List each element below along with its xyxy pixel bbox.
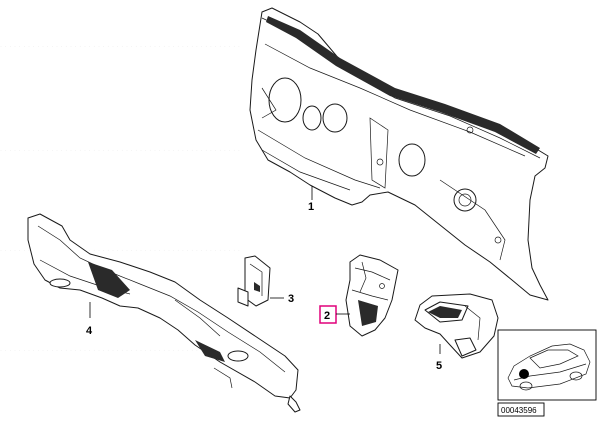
callout-4-label: 4 (86, 325, 93, 337)
part-4-longitudinal-member[interactable] (27, 213, 301, 413)
callout-2-highlight-box (319, 305, 337, 324)
callout-5-label: 5 (436, 360, 442, 372)
callout-2-label: 2 (324, 310, 330, 322)
reference-number-box: 00043596 (497, 402, 545, 417)
callout-5[interactable]: 5 (436, 344, 442, 372)
car-location-icon (507, 343, 591, 391)
callout-3-label: 3 (288, 293, 294, 305)
part-2-side-bracket[interactable] (345, 254, 399, 337)
callout-3[interactable]: 3 (270, 293, 294, 305)
callout-1-label: 1 (308, 201, 314, 213)
part-3-bracket[interactable] (237, 255, 271, 307)
callout-4[interactable]: 4 (86, 302, 93, 337)
svg-text:· · · · · · · · · · · · · · ·: · · · · · · · · · · · · · · · · · · · · … (0, 348, 240, 354)
callout-2[interactable]: 2 (319, 305, 350, 324)
callout-1[interactable]: 1 (308, 186, 314, 213)
part-5-insert[interactable] (414, 293, 499, 359)
car-location-thumbnail (497, 329, 597, 401)
svg-text:· · · · · · · · · · · · · · ·: · · · · · · · · · · · · · · · · · · · · … (0, 44, 240, 50)
watermark: · · · · · · · · · · · · · · · · · · · · … (0, 44, 240, 354)
svg-text:· · · · · · · · · · · · · · ·: · · · · · · · · · · · · · · · · · · · · … (0, 248, 240, 254)
svg-text:· · · · · · · · · · · · · · ·: · · · · · · · · · · · · · · · · · · · · … (0, 148, 240, 154)
part-1-bulkhead[interactable] (249, 7, 549, 301)
reference-number: 00043596 (501, 406, 537, 415)
